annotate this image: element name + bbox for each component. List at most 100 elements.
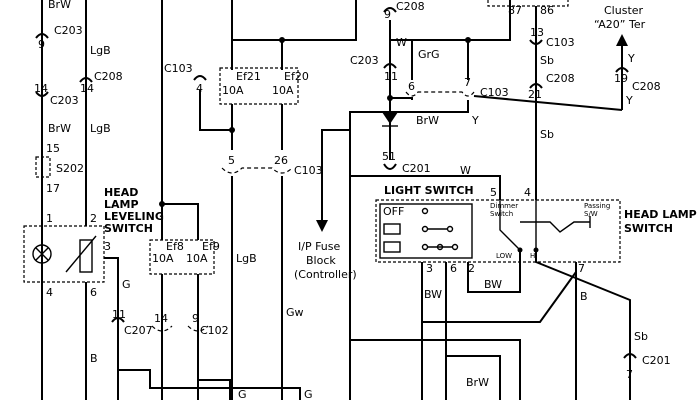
connector-c201-a bbox=[383, 163, 397, 170]
pin-4a: 4 bbox=[196, 82, 203, 95]
wire-label-y-3: Y bbox=[625, 94, 633, 107]
pin-6b: 6 bbox=[90, 286, 97, 299]
relay-box bbox=[487, 0, 569, 7]
pin-15: 15 bbox=[46, 142, 60, 155]
leveling-title-3: LEVELING bbox=[104, 210, 164, 223]
switch-contact-park-b bbox=[446, 225, 454, 233]
dimmer-label-2: Switch bbox=[490, 210, 513, 218]
connector-label-c208-c: C208 bbox=[546, 72, 575, 85]
pin-6c: 6 bbox=[450, 262, 457, 275]
connector-c208-a bbox=[79, 77, 93, 83]
wire-label-g-1: G bbox=[122, 278, 131, 291]
switch-contact-off bbox=[421, 207, 429, 215]
connector-label-c203-c: C203 bbox=[350, 54, 379, 67]
pin-9a: 9 bbox=[38, 38, 45, 51]
connector-label-c201-a: C201 bbox=[402, 162, 431, 175]
connector-c203-b bbox=[35, 91, 49, 97]
connector-label-c103-d: C103 bbox=[546, 36, 575, 49]
pin-14c: 14 bbox=[154, 312, 168, 325]
ip-fuse-label-3: (Controller) bbox=[294, 268, 357, 281]
wire-label-w-2: W bbox=[460, 164, 471, 177]
wire-label-lgb-2: LgB bbox=[90, 122, 111, 135]
wire-label-sb-3: Sb bbox=[634, 330, 648, 343]
wire-label-w-1: W bbox=[396, 36, 407, 49]
dimmer-label-1: Dimmer bbox=[490, 202, 518, 210]
connector-c103-d bbox=[529, 39, 543, 45]
pin-5b: 5 bbox=[490, 186, 497, 199]
connector-c208-d bbox=[615, 67, 629, 73]
connector-c103-b bbox=[221, 167, 293, 174]
wire-bw-bottom bbox=[446, 355, 501, 400]
wire-label-bw-2: BW bbox=[484, 278, 502, 291]
wire-y-route bbox=[349, 100, 469, 400]
ip-fuse-label-2: Block bbox=[306, 254, 336, 267]
connector-label-c203-a: C203 bbox=[54, 24, 83, 37]
wire-label-lgb-3: LgB bbox=[236, 252, 257, 265]
leveling-title-1: HEAD bbox=[104, 186, 138, 199]
low-label: LOW bbox=[496, 252, 512, 260]
wire-b-diag bbox=[422, 271, 577, 323]
pin-1: 1 bbox=[46, 212, 53, 225]
passing-contact bbox=[520, 221, 590, 233]
connector-label-c203-b: C203 bbox=[50, 94, 79, 107]
diode-icon bbox=[382, 112, 398, 124]
connector-c201-b bbox=[623, 353, 637, 359]
pin-7b: 7 bbox=[578, 262, 585, 275]
fuse-ef8: Ef8 bbox=[166, 240, 184, 253]
connector-label-c208-a: C208 bbox=[94, 70, 123, 83]
head-lamp-switch-title-1: HEAD LAMP bbox=[624, 208, 697, 221]
wire-label-brw-top: BrW bbox=[48, 0, 71, 11]
leveling-arrow-icon bbox=[65, 235, 97, 273]
leveling-resistor-icon bbox=[79, 239, 93, 273]
pin-14a: 14 bbox=[34, 82, 48, 95]
leveling-title-4: SWITCH bbox=[104, 222, 153, 235]
wire-label-gw: Gw bbox=[286, 306, 304, 319]
leveling-switch-box bbox=[23, 225, 105, 283]
fuse-ef20: Ef20 bbox=[284, 70, 309, 83]
pin-13: 13 bbox=[530, 26, 544, 39]
splice-s202-box bbox=[35, 156, 51, 178]
leveling-title-2: LAMP bbox=[104, 198, 139, 211]
wire-g-route bbox=[118, 369, 301, 400]
connector-c208-b bbox=[383, 7, 397, 13]
connector-c203-c bbox=[383, 63, 397, 69]
wire-feed-ef20 bbox=[232, 39, 283, 70]
wire-g-leveling bbox=[104, 257, 119, 400]
connector-label-c102: C102 bbox=[200, 324, 229, 337]
cluster-label-1: Cluster bbox=[604, 4, 644, 17]
connector-label-c103-c: C103 bbox=[480, 86, 509, 99]
connector-label-c201-b: C201 bbox=[642, 354, 671, 367]
pin-17: 17 bbox=[46, 182, 60, 195]
fuse-ef9: Ef9 bbox=[202, 240, 220, 253]
connector-c102-b bbox=[187, 325, 209, 332]
connector-label-c207: C207 bbox=[124, 324, 153, 337]
connector-c208-c bbox=[529, 83, 543, 89]
wire-label-bw-1: BW bbox=[424, 288, 442, 301]
connector-c207 bbox=[111, 317, 125, 323]
pin-11b: 11 bbox=[112, 308, 126, 321]
hi-label: HI bbox=[530, 252, 537, 260]
splice-label-s202: S202 bbox=[56, 162, 84, 175]
light-switch-panel bbox=[379, 203, 473, 259]
passing-label-2: S/W bbox=[584, 210, 598, 218]
connector-label-c208-d: C208 bbox=[632, 80, 661, 93]
fuse-box-ef21-ef20 bbox=[219, 67, 299, 105]
wire-bw-2 bbox=[467, 250, 521, 293]
switch-off-label: OFF bbox=[383, 205, 404, 218]
pin-6a: 6 bbox=[408, 80, 415, 93]
wire-label-sb-2: Sb bbox=[540, 128, 554, 141]
park-lamp-icon bbox=[383, 223, 401, 235]
connector-c103-a bbox=[193, 75, 207, 81]
wire-label-lgb-1: LgB bbox=[90, 44, 111, 57]
pin-9b: 9 bbox=[384, 8, 391, 21]
wire-ip-fuse bbox=[321, 129, 350, 222]
wire-label-sb-1: Sb bbox=[540, 54, 554, 67]
wire-ef21-branch bbox=[199, 90, 232, 131]
wire-y-bottom bbox=[350, 339, 521, 400]
wire-feed-ef9 bbox=[162, 203, 199, 240]
wire-grg-top bbox=[468, 0, 511, 41]
switch-contact-head-a bbox=[421, 243, 429, 251]
pin-21: 21 bbox=[528, 88, 542, 101]
passing-label-1: Passing bbox=[584, 202, 610, 210]
